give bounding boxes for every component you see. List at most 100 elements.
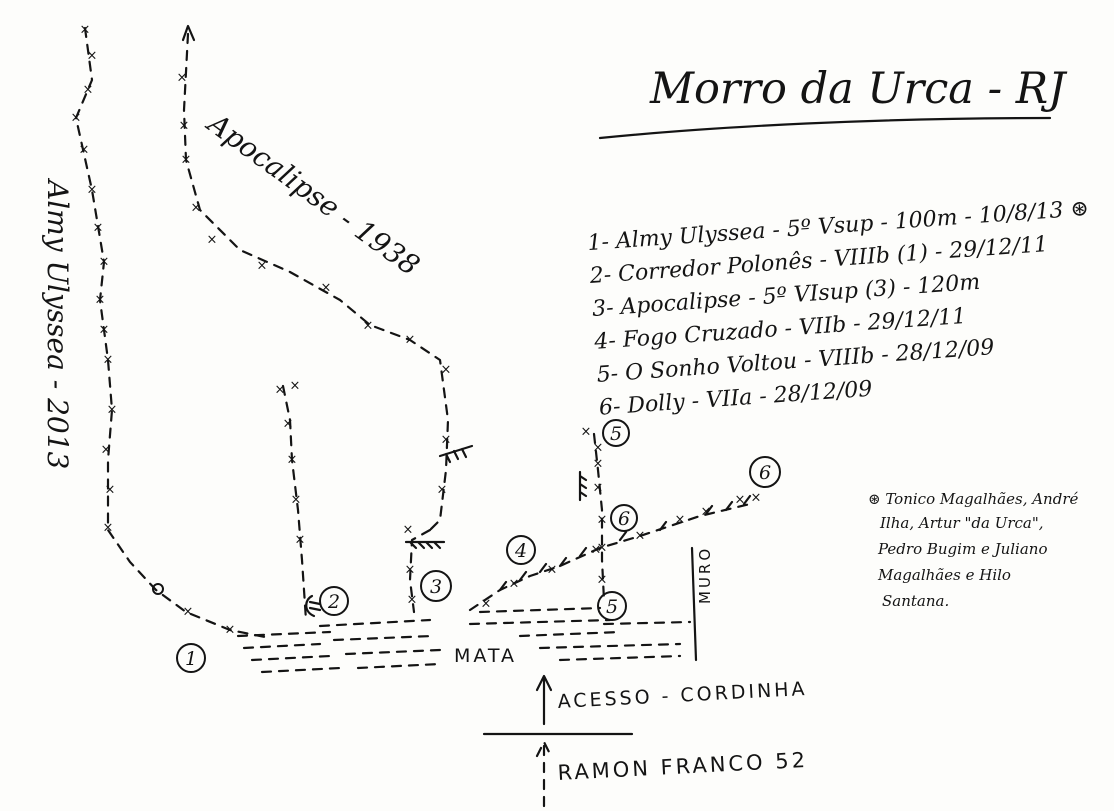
bolt-x: × [79,143,90,158]
bolt-x: × [99,323,110,338]
label-muro: MURO [696,546,714,604]
bolt-x: × [105,483,116,498]
bolt-x: × [597,513,608,528]
route-marker-number: 3 [430,576,442,598]
route-marker-4: 4 [506,535,536,565]
mata-vegetation: MATA [236,606,692,674]
bolt-x: × [95,293,106,308]
route-1-anchor [152,583,164,595]
bolt-markers-apocalipse: × × × × × × × × × × × × [177,71,452,498]
route-marker-5-base: 5 [597,591,627,621]
label-acesso-cordinha: ACESSO - CORDINHA [557,678,808,713]
bolt-x: × [207,233,218,248]
bolt-x: × [225,623,236,638]
bolt-x: × [191,201,202,216]
route-marker-2: 2 [319,586,349,616]
label-apocalipse-1938: Apocalipse - 1938 [199,105,425,282]
bolt-x: × [363,319,374,334]
route-marker-6-mid: 6 [610,504,638,532]
route-marker-5-top: 5 [602,419,630,447]
label-mata: MATA [454,645,517,667]
note-line: ⊛ Tonico Magalhães, André [868,490,1078,508]
bolt-x: × [101,443,112,458]
note-line: Magalhães e Hilo [877,566,1011,584]
route-marker-number: 5 [610,423,622,445]
first-ascent-note: ⊛ Tonico Magalhães, André Ilha, Artur "d… [868,490,1078,610]
bolt-markers-route-1: × × × × × × × × × × × × × × × × × [71,23,236,638]
route-line-almy-ulyssea [74,26,272,640]
bolt-x: × [581,425,592,440]
bolt-x: × [593,457,604,472]
bolt-x: × [80,23,91,38]
access-arrow [535,674,553,726]
bolt-x: × [441,363,452,378]
bolt-x: × [593,481,604,496]
route-marker-number: 5 [606,596,618,618]
bolt-x: × [275,383,286,398]
bolt-x: × [177,71,188,86]
bolt-x: × [103,521,114,536]
bolt-x: × [257,259,268,274]
bolt-x: × [441,433,452,448]
bolt-x: × [597,541,608,556]
label-ramon-franco-52: RAMON FRANCO 52 [557,748,809,785]
route-marker-1: 1 [176,643,206,673]
note-line: Santana. [882,592,949,610]
bolt-x: × [547,563,558,578]
bolt-x: × [407,593,418,608]
bolt-x: × [99,255,110,270]
belay-ledge-apocalipse [438,444,474,464]
bolt-x: × [295,533,306,548]
route-marker-number: 2 [327,591,340,613]
bolt-x: × [403,523,414,538]
bolt-x: × [591,543,602,558]
bolt-x: × [179,119,190,134]
route-apocalipse-top-arrow [181,24,196,42]
bolt-x: × [290,379,301,394]
route-line-apocalipse [182,32,450,532]
route-marker-6-end: 6 [749,456,781,488]
route-marker-number: 1 [185,648,197,670]
bolt-x: × [321,281,332,296]
bolt-x: × [87,183,98,198]
belay-ledge-3 [404,540,446,550]
bolt-x: × [597,573,608,588]
bolt-x: × [635,529,646,544]
bolt-x: × [405,333,416,348]
route-marker-number: 6 [618,508,630,530]
note-line: Pedro Bugim e Juliano [877,540,1048,558]
bolt-x: × [93,221,104,236]
bolt-x: × [291,493,302,508]
route-marker-3: 3 [420,570,452,602]
route-line-3 [408,528,432,614]
muro-wall-line [690,546,698,662]
vegetation-hatch [236,606,692,674]
bolt-x: × [87,49,98,64]
bolt-x: × [751,491,762,506]
bolt-x: × [107,403,118,418]
bolt-x: × [181,153,192,168]
bolt-x: × [83,83,94,98]
bolt-markers-route-2: × × × × × × [275,379,306,548]
bolt-x: × [675,513,686,528]
bolt-x: × [593,441,604,456]
route-marker-number: 4 [514,540,527,562]
bolt-x: × [437,483,448,498]
belay-hatch-5 [578,470,588,502]
bolt-x: × [405,563,416,578]
title: Morro da Urca - RJ [649,64,1068,114]
bolt-markers-route-3: × × × [403,523,418,608]
route-marker-number: 6 [759,462,771,484]
bolt-x: × [183,605,194,620]
bolt-x: × [283,417,294,432]
bolt-x: × [509,577,520,592]
note-line: Ilha, Artur "da Urca", [879,514,1044,532]
bolt-x: × [287,453,298,468]
label-almy-ulyssea-2013: Almy Ulyssea - 2013 [41,177,74,469]
bolt-markers-route-5: × × × × × × × [581,425,608,588]
route-4-hatching [498,494,752,592]
title-underline [598,116,1052,140]
belay-hatch-2 [305,594,322,618]
